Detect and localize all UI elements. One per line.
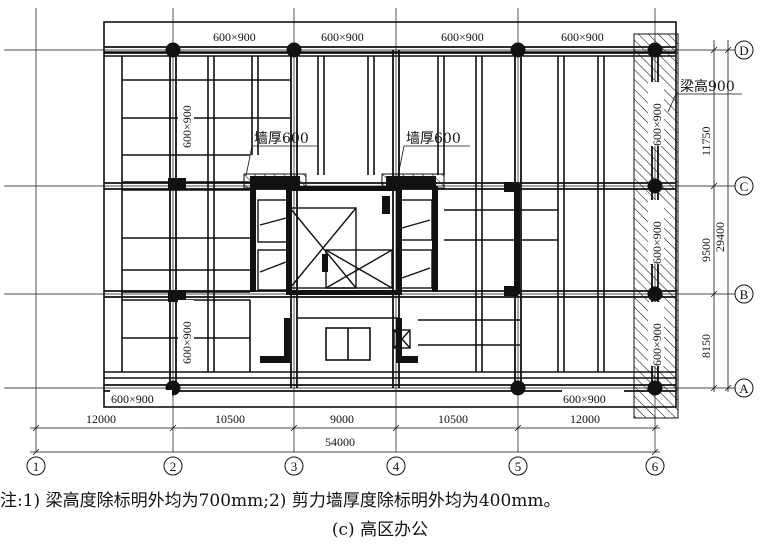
beam-label-top-2: 600×900 (321, 30, 364, 44)
beam-label-top-1: 600×900 (213, 30, 256, 44)
beam-label-bottom-1: 600×900 (111, 392, 154, 406)
beam-height-label: 梁高900 (680, 78, 735, 95)
wall-callouts: 墙厚600 墙厚600 梁高900 (245, 78, 742, 177)
axis-col-2: 2 (170, 459, 177, 474)
dimension-texts: 12000 10500 9000 10500 12000 54000 8150 … (86, 126, 727, 449)
dim-y-total: 29400 (713, 222, 727, 252)
column-8 (510, 380, 526, 396)
column-3 (510, 42, 526, 58)
structural-note: 注:1) 梁高度除标明外均为700mm;2) 剪力墙厚度除标明外均为400mm。 (0, 491, 561, 511)
column-2 (286, 42, 302, 58)
axis-bubbles: 1 2 3 4 5 6 A B C D (26, 40, 754, 476)
wall-label-right: 墙厚600 (406, 131, 461, 147)
beam-label-bottom-2: 600×900 (563, 392, 606, 406)
beam-label-vert-2: 600×900 (180, 321, 194, 364)
dim-x-5: 12000 (570, 412, 600, 426)
dimension-lines (30, 40, 732, 456)
axis-col-4: 4 (393, 459, 400, 474)
dim-y-3: 11750 (699, 126, 713, 156)
figure-caption: (c) 高区办公 (331, 520, 429, 540)
axis-row-B: B (740, 287, 749, 302)
beam-label-vert-3: 600×900 (650, 103, 664, 146)
rect-columns (168, 178, 518, 302)
dim-x-4: 10500 (438, 412, 468, 426)
axis-row-C: C (740, 179, 749, 194)
column-9 (647, 380, 663, 396)
column-1 (165, 42, 181, 58)
axis-col-1: 1 (33, 459, 40, 474)
dim-x-1: 12000 (86, 412, 116, 426)
dim-x-total: 54000 (325, 435, 355, 449)
dim-y-2: 9500 (699, 238, 713, 262)
axis-col-3: 3 (291, 459, 298, 474)
dim-x-2: 10500 (215, 412, 245, 426)
beam-label-top-4: 600×900 (561, 30, 604, 44)
beam-label-vert-5: 600×900 (650, 323, 664, 366)
axis-col-5: 5 (515, 459, 522, 474)
beam-label-vert-1: 600×900 (180, 105, 194, 148)
beam-label-top-3: 600×900 (441, 30, 484, 44)
column-5 (647, 178, 663, 194)
dim-x-3: 9000 (330, 412, 354, 426)
axis-row-D: D (739, 43, 748, 58)
wall-label-left: 墙厚600 (254, 131, 309, 147)
axis-row-A: A (739, 381, 749, 396)
beam-labels: 600×900 600×900 600×900 600×900 600×900 … (110, 28, 664, 406)
column-6 (647, 286, 663, 302)
axis-col-6: 6 (652, 459, 659, 474)
dim-y-1: 8150 (699, 334, 713, 358)
core-walls (243, 173, 520, 363)
columns (165, 42, 663, 396)
floor-framing (103, 21, 677, 408)
column-4 (647, 42, 663, 58)
beam-label-vert-4: 600×900 (650, 221, 664, 264)
